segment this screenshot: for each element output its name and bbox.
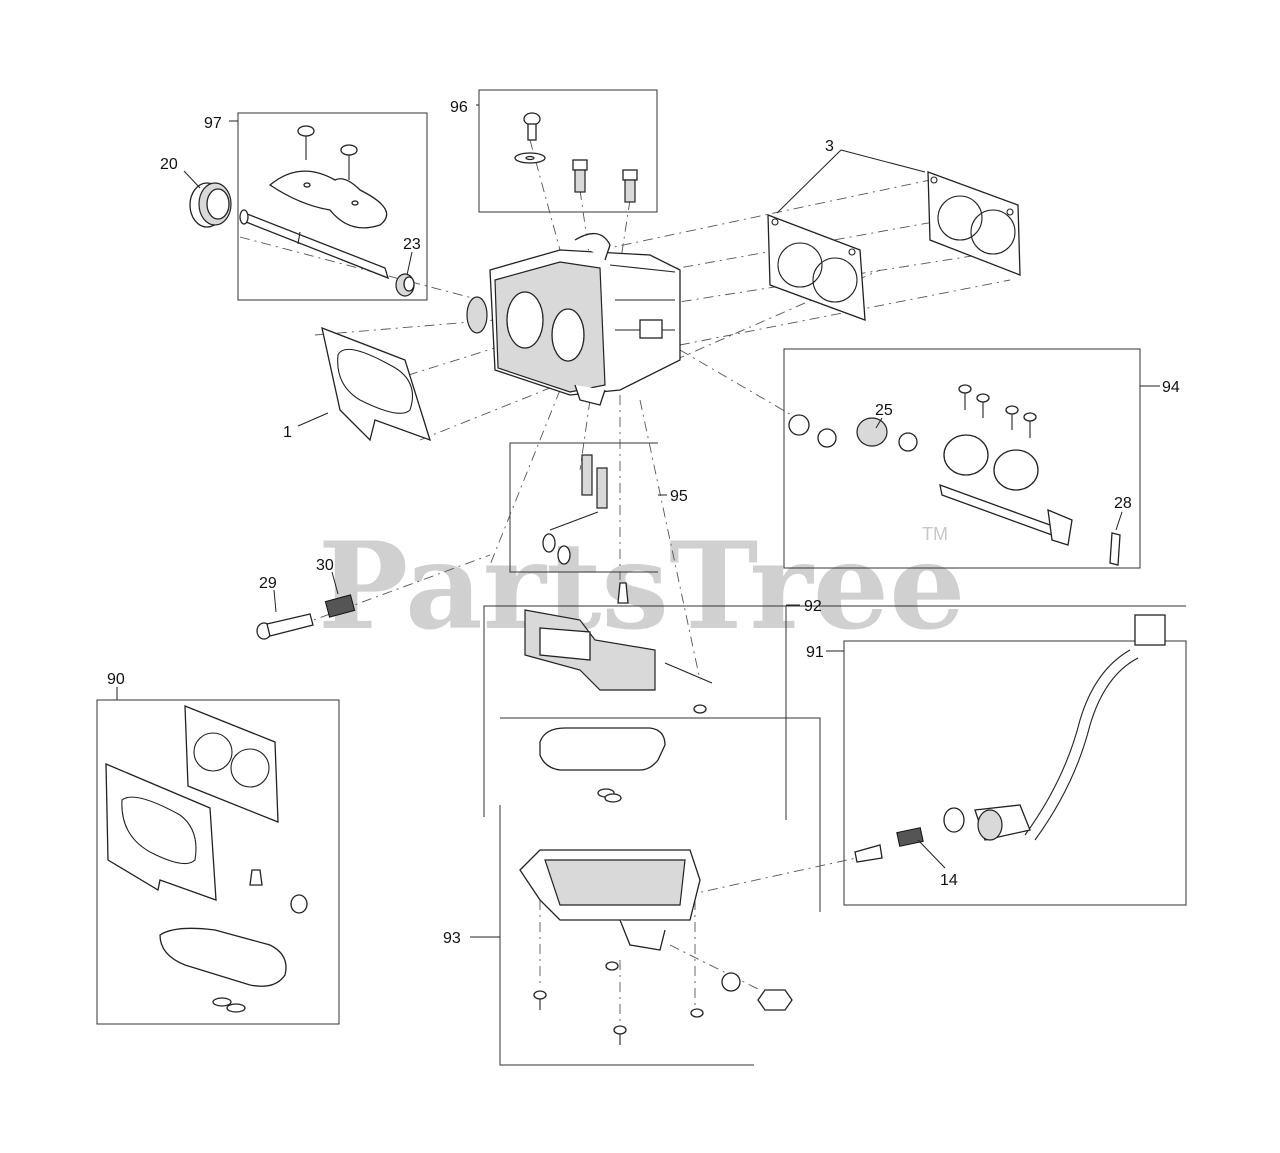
callout-92: 92 bbox=[804, 598, 822, 615]
callout-28: 28 bbox=[1114, 495, 1132, 512]
callout-20: 20 bbox=[160, 156, 178, 173]
callout-25: 25 bbox=[875, 402, 893, 419]
group-box-95 bbox=[509, 442, 658, 573]
part-29-screw bbox=[256, 613, 314, 640]
callout-91: 91 bbox=[806, 644, 824, 661]
callout-1: 1 bbox=[283, 424, 292, 441]
leader-lines bbox=[116, 104, 1160, 938]
part-30-spring bbox=[324, 594, 356, 618]
part-96-screw-kit bbox=[514, 112, 638, 203]
callout-93: 93 bbox=[443, 930, 461, 947]
group-box-90 bbox=[96, 699, 340, 1025]
callout-94: 94 bbox=[1162, 379, 1180, 396]
part-91-fuel-solenoid bbox=[854, 614, 1166, 863]
group-box-91 bbox=[843, 640, 1187, 906]
callout-29: 29 bbox=[259, 575, 277, 592]
callout-90: 90 bbox=[107, 671, 125, 688]
callout-30: 30 bbox=[316, 557, 334, 574]
part-94-throttle-kit bbox=[788, 384, 1121, 566]
callout-23: 23 bbox=[403, 236, 421, 253]
part-1-gasket bbox=[321, 326, 432, 442]
parts-tree-watermark: PartsTree TM bbox=[318, 516, 965, 657]
part-3-gaskets bbox=[767, 171, 1021, 321]
part-93-float-bowl bbox=[519, 727, 793, 1045]
callout-96: 96 bbox=[450, 99, 468, 116]
group-box-96 bbox=[478, 89, 658, 213]
group-box-92 bbox=[483, 605, 1186, 820]
watermark-trademark: TM bbox=[922, 524, 948, 544]
part-90-gasket-kit bbox=[105, 705, 308, 1013]
callout-labels: 20 97 23 96 3 1 94 25 28 95 29 30 92 91 … bbox=[107, 99, 1180, 947]
part-92-float bbox=[524, 582, 713, 714]
callout-14: 14 bbox=[940, 872, 958, 889]
part-97-choke-kit bbox=[239, 125, 390, 280]
group-box-97 bbox=[237, 112, 428, 301]
group-box-93 bbox=[499, 717, 821, 1066]
callout-3: 3 bbox=[825, 138, 834, 155]
callout-95: 95 bbox=[670, 488, 688, 505]
part-20-cap bbox=[189, 182, 232, 228]
watermark-text: PartsTree bbox=[318, 516, 965, 657]
group-box-94 bbox=[783, 348, 1141, 569]
callout-97: 97 bbox=[204, 115, 222, 132]
carburetor-body bbox=[466, 233, 681, 406]
part-23-spring bbox=[395, 273, 415, 297]
part-95-jet-kit bbox=[542, 454, 608, 565]
